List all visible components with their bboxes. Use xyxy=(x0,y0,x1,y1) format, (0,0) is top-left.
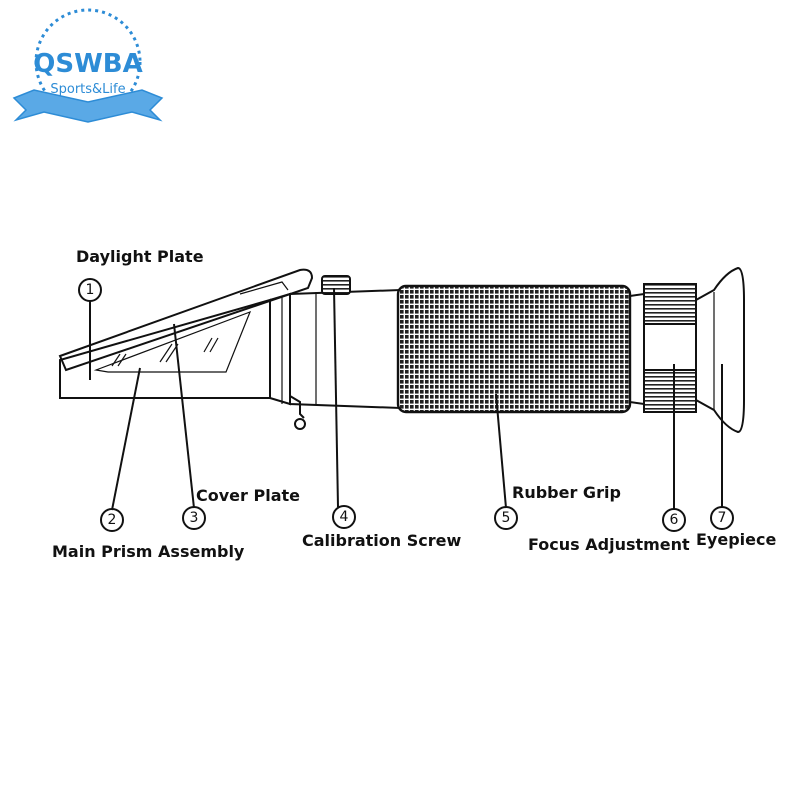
label-cover-plate: Cover Plate xyxy=(196,486,300,505)
label-focus-adjustment: Focus Adjustment xyxy=(528,535,690,554)
brand-logo: QSWBA Sports&Life xyxy=(12,8,164,123)
logo-ring xyxy=(34,8,142,116)
logo-ribbon xyxy=(12,89,164,123)
svg-text:2: 2 xyxy=(108,512,117,528)
leader-lines xyxy=(89,287,723,511)
collar-shape xyxy=(629,292,645,406)
label-main-prism-assembly: Main Prism Assembly xyxy=(52,542,245,561)
label-daylight-plate: Daylight Plate xyxy=(76,247,204,266)
label-calibration-screw: Calibration Screw xyxy=(302,531,461,550)
svg-text:7: 7 xyxy=(718,510,727,526)
refractometer xyxy=(58,266,745,434)
rubber-grip-shape xyxy=(396,284,632,414)
svg-text:6: 6 xyxy=(670,512,679,528)
callout-7: 7 xyxy=(710,506,734,530)
focus-ring-top xyxy=(643,283,697,325)
label-eyepiece: Eyepiece xyxy=(696,530,776,549)
focus-ring-bottom xyxy=(643,369,697,413)
neck-shape xyxy=(269,292,291,406)
prism-glass-shape xyxy=(93,310,252,373)
main-tube-shape xyxy=(289,288,401,410)
label-rubber-grip: Rubber Grip xyxy=(512,483,621,502)
svg-text:1: 1 xyxy=(86,282,95,298)
prism-body-shape xyxy=(59,298,271,399)
daylight-plate-shape xyxy=(58,268,314,372)
logo-tagline: Sports&Life xyxy=(50,82,125,97)
svg-text:4: 4 xyxy=(340,509,349,525)
svg-text:3: 3 xyxy=(190,510,199,526)
callout-4: 4 xyxy=(332,505,356,529)
callout-2: 2 xyxy=(100,508,124,532)
focus-ring-mid xyxy=(643,323,697,371)
logo-wordmark: QSWBA xyxy=(33,49,142,79)
svg-text:5: 5 xyxy=(502,510,511,526)
calibration-screw-shape xyxy=(321,275,351,295)
callout-6: 6 xyxy=(662,508,686,532)
callout-3: 3 xyxy=(182,506,206,530)
callout-5: 5 xyxy=(494,506,518,530)
eyepiece-shape xyxy=(695,266,745,434)
glass-highlights xyxy=(111,337,219,367)
callout-1: 1 xyxy=(78,278,102,302)
hinge-clip xyxy=(289,395,305,419)
